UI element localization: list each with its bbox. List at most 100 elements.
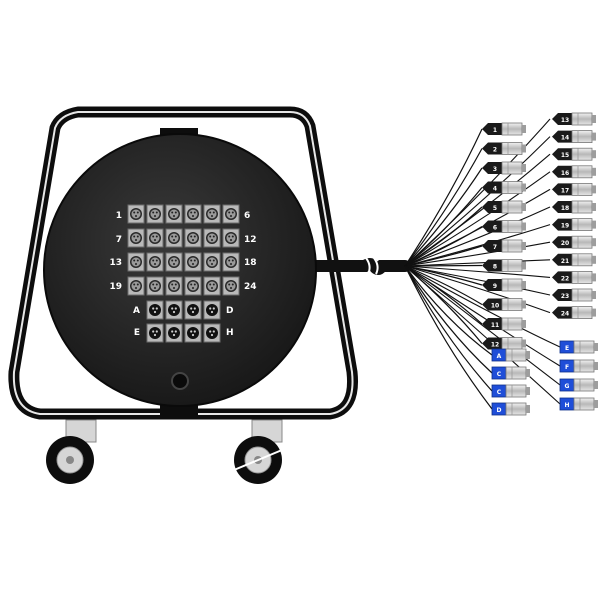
panel-xlr-male-return	[203, 300, 221, 320]
connector-channel-label: 9	[493, 283, 497, 290]
connector-channel-label: 4	[493, 186, 497, 193]
input-xlr-connector: 8	[482, 259, 526, 272]
connector-channel-label: 3	[493, 166, 497, 173]
input-xlr-connector: 20	[552, 235, 596, 249]
panel-xlr-female-jack	[222, 228, 240, 248]
connector-channel-label: 19	[561, 223, 569, 230]
fanout-wires	[404, 118, 561, 410]
panel-xlr-female-jack	[146, 204, 164, 224]
left-caster	[46, 419, 97, 484]
connector-channel-label: F	[565, 364, 569, 371]
connector-channel-label: 12	[491, 342, 499, 349]
row-label-left: 7	[116, 235, 122, 245]
panel-xlr-female-jack	[127, 252, 145, 272]
connector-channel-label: D	[497, 407, 502, 414]
panel-xlr-male-return	[184, 323, 202, 343]
return-xlr-connector: C	[491, 366, 530, 380]
connector-channel-label: 21	[561, 258, 569, 265]
connector-channel-label: 24	[561, 311, 569, 318]
panel-xlr-female-jack	[184, 276, 202, 296]
input-xlr-connector: 10	[482, 298, 526, 311]
panel-xlr-female-jack	[184, 228, 202, 248]
input-xlr-connector: 22	[552, 270, 596, 284]
connector-channel-label: C	[497, 389, 502, 396]
panel-xlr-female-jack	[165, 204, 183, 224]
input-xlr-connector: 23	[552, 288, 596, 302]
row-label-left: 13	[109, 258, 122, 268]
input-xlr-connector: 19	[552, 218, 596, 232]
panel-xlr-female-jack	[146, 228, 164, 248]
connector-channel-label: 23	[561, 293, 569, 300]
return-label-right: D	[226, 306, 233, 316]
input-xlr-connector: 16	[552, 165, 596, 179]
connector-channel-label: 1	[493, 127, 497, 134]
row-label-right: 18	[244, 258, 257, 268]
return-xlr-connector: H	[559, 397, 598, 411]
panel-xlr-female-jack	[222, 276, 240, 296]
panel-xlr-female-jack	[203, 204, 221, 224]
panel-xlr-female-jack	[222, 204, 240, 224]
return-label-left: E	[134, 328, 140, 338]
panel-xlr-male-return	[184, 300, 202, 320]
return-label-right: H	[226, 328, 234, 338]
connector-channel-label: A	[497, 353, 502, 360]
input-xlr-connector: 4	[482, 181, 526, 194]
panel-xlr-female-jack	[165, 276, 183, 296]
input-xlr-connector: 5	[482, 200, 526, 214]
connector-channel-label: 2	[493, 147, 497, 154]
panel-xlr-female-jack	[203, 252, 221, 272]
panel-xlr-female-jack	[184, 252, 202, 272]
right-caster	[233, 419, 283, 484]
connector-channel-label: 20	[561, 240, 569, 247]
row-label-left: 1	[116, 211, 122, 221]
panel-xlr-male-return	[203, 323, 221, 343]
connector-channel-label: 13	[561, 117, 569, 124]
input-xlr-connector: 12	[482, 337, 526, 350]
input-xlr-connector: 17	[552, 182, 596, 196]
input-xlr-connector: 24	[552, 306, 596, 320]
row-label-right: 24	[244, 282, 257, 292]
row-label-left: 19	[109, 282, 122, 292]
return-xlr-connector: D	[491, 402, 530, 416]
input-xlr-connector: 11	[482, 317, 526, 331]
main-snake-cable	[294, 257, 411, 275]
return-label-left: A	[133, 306, 140, 316]
stage-box-panel	[127, 204, 240, 343]
reel-axle-hole	[171, 372, 189, 390]
input-xlr-connector: 7	[482, 239, 526, 253]
return-xlr-connector: E	[559, 340, 598, 354]
panel-xlr-male-return	[146, 323, 164, 343]
panel-xlr-female-jack	[203, 276, 221, 296]
panel-xlr-female-jack	[222, 252, 240, 272]
input-xlr-connector: 18	[552, 200, 596, 214]
return-xlr-connector: G	[559, 378, 598, 392]
connector-channel-label: 15	[561, 152, 569, 159]
row-label-right: 6	[244, 211, 250, 221]
input-xlr-connector: 13	[552, 112, 596, 126]
input-xlr-connector: 14	[552, 130, 596, 144]
connector-channel-label: C	[497, 371, 502, 378]
connector-channel-label: 14	[561, 135, 569, 142]
panel-xlr-female-jack	[146, 252, 164, 272]
panel-xlr-female-jack	[203, 228, 221, 248]
input-xlr-connector: 2	[482, 142, 526, 155]
row-label-right: 12	[244, 235, 257, 245]
connector-channel-label: 6	[493, 225, 497, 232]
connector-channel-label: 16	[561, 170, 569, 177]
return-xlr-connector: C	[491, 384, 530, 398]
panel-xlr-female-jack	[127, 276, 145, 296]
panel-xlr-female-jack	[146, 276, 164, 296]
input-xlr-connector: 6	[482, 220, 526, 233]
fanout-connectors: 123456789101112131415161718192021222324A…	[482, 112, 598, 416]
input-xlr-connector: 15	[552, 147, 596, 161]
connector-channel-label: 11	[491, 322, 499, 329]
connector-channel-label: 8	[493, 264, 497, 271]
input-xlr-connector: 1	[482, 122, 526, 136]
input-xlr-connector: 21	[552, 253, 596, 267]
connector-channel-label: 10	[491, 303, 499, 310]
connector-channel-label: 22	[561, 275, 569, 282]
panel-xlr-female-jack	[127, 204, 145, 224]
panel-xlr-male-return	[165, 300, 183, 320]
panel-xlr-male-return	[165, 323, 183, 343]
